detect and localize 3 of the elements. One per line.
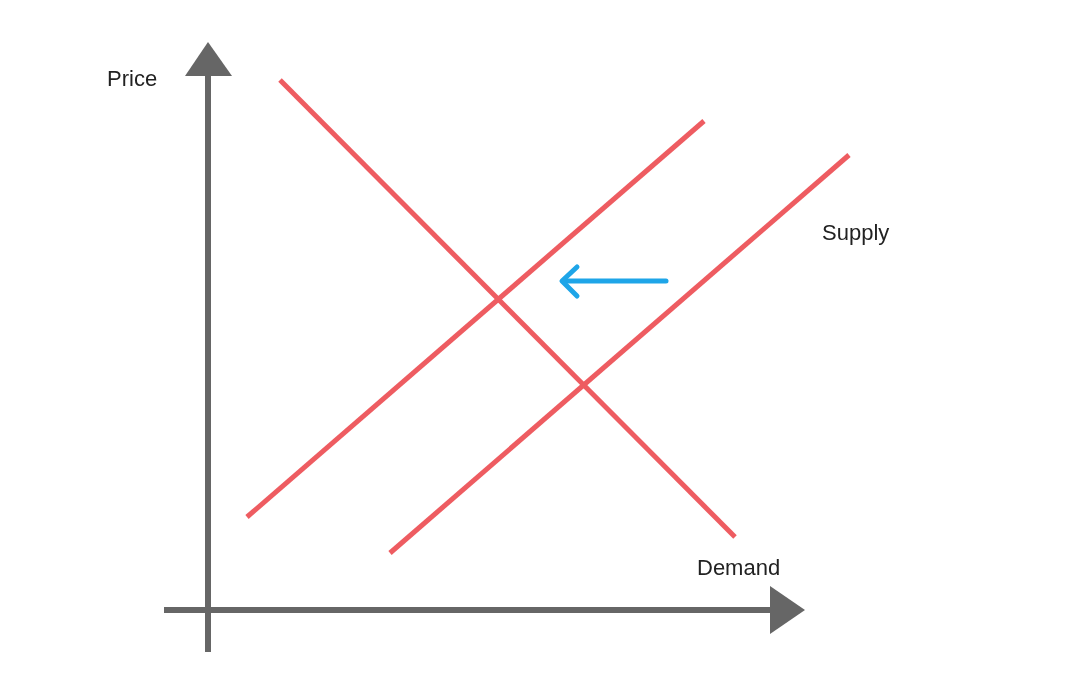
- curve-label: Supply: [822, 222, 890, 244]
- axis-label: Price: [107, 68, 158, 90]
- curve-label: Demand: [697, 557, 781, 579]
